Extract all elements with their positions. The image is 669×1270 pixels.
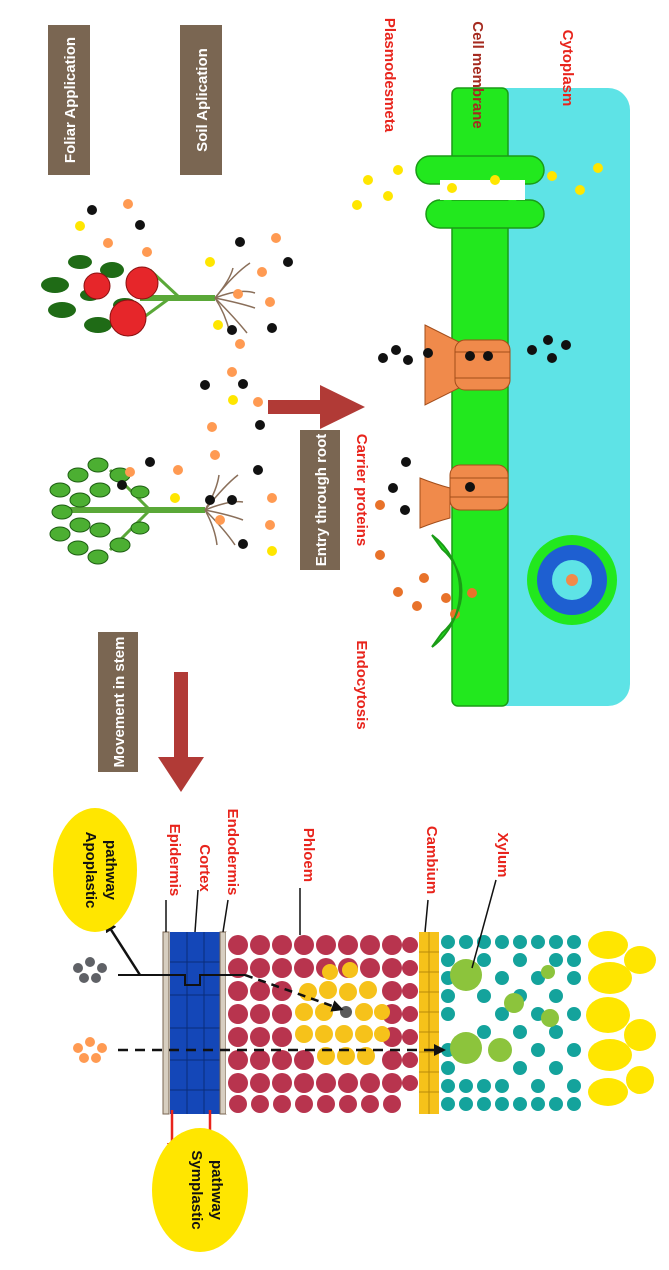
soil-application-label: Soil Aplication [194, 48, 211, 152]
cytoplasm-label: Cytoplasm [559, 30, 576, 107]
plasmodesmeta-label: Plasmodesmeta [381, 18, 398, 133]
leafy-plant [49, 457, 244, 565]
entry-through-root-label: Entry through root [313, 434, 330, 566]
plasmodesmata-channel [415, 155, 545, 229]
endocytosis-particles [375, 500, 477, 619]
apoplastic-particles [73, 957, 107, 983]
phloem-label: Phloem [300, 828, 317, 882]
symplastic-particles [73, 1037, 107, 1063]
cell-membrane-label: Cell membrane [469, 21, 486, 129]
apoplastic-branch-arrow [104, 919, 142, 976]
cortex-layer [170, 932, 220, 1114]
internal-vesicle [527, 535, 617, 625]
xylem-vessels [450, 959, 559, 1064]
carrier-particles [378, 335, 571, 515]
endocytosis-vesicle [431, 534, 463, 648]
cortex-label: Cortex [196, 844, 213, 892]
foliar-application-box: Foliar Application [48, 25, 90, 175]
movement-in-stem-label: Movement in stem [111, 637, 128, 768]
endocytosis-label: Endocytosis [353, 640, 370, 729]
stem-cross-section [73, 919, 656, 1153]
apoplastic-label-line2: pathway [102, 840, 119, 901]
epidermis-layer [162, 931, 170, 1115]
endodermis-label: Endodermis [224, 809, 241, 896]
carrier-protein-2 [419, 464, 509, 529]
cell-membrane-band [451, 87, 509, 707]
epidermis-label: Epidermis [166, 824, 183, 897]
entry-through-root-box: Entry through root [300, 430, 340, 570]
xylem-cells [441, 935, 581, 1111]
soil-application-box: Soil Aplication [180, 25, 222, 175]
symplastic-pathway-oval: Symplastic pathway [152, 1128, 248, 1252]
carrier-proteins-label: Carrier proteins [353, 434, 370, 547]
symplastic-label-line1: Symplastic [188, 1150, 205, 1229]
phloem-particle [340, 1006, 352, 1018]
xylum-label: Xylum [494, 832, 511, 877]
arrow-down-stem [158, 672, 204, 792]
endodermis-layer [219, 931, 227, 1115]
particles-soil [75, 199, 293, 556]
cambium-cells [419, 932, 439, 1114]
apoplastic-path-dashed [244, 973, 344, 1012]
symplastic-label-line2: pathway [208, 1160, 225, 1221]
apoplastic-label-line1: Apoplastic [82, 832, 99, 909]
apoplastic-path [118, 974, 245, 986]
movement-in-stem-box: Movement in stem [98, 632, 138, 772]
tomato-plant [41, 255, 256, 337]
cambium-label: Cambium [423, 826, 440, 894]
apoplastic-pathway-oval: Apoplastic pathway [53, 808, 137, 932]
phloem-companion-cells [295, 962, 390, 1065]
plasmodesmata-particles [352, 163, 603, 210]
cortex-cells [170, 932, 220, 1114]
arrow-to-membrane [268, 385, 365, 429]
foliar-application-label: Foliar Application [62, 37, 79, 163]
cell [352, 87, 630, 707]
pith [586, 931, 656, 1106]
